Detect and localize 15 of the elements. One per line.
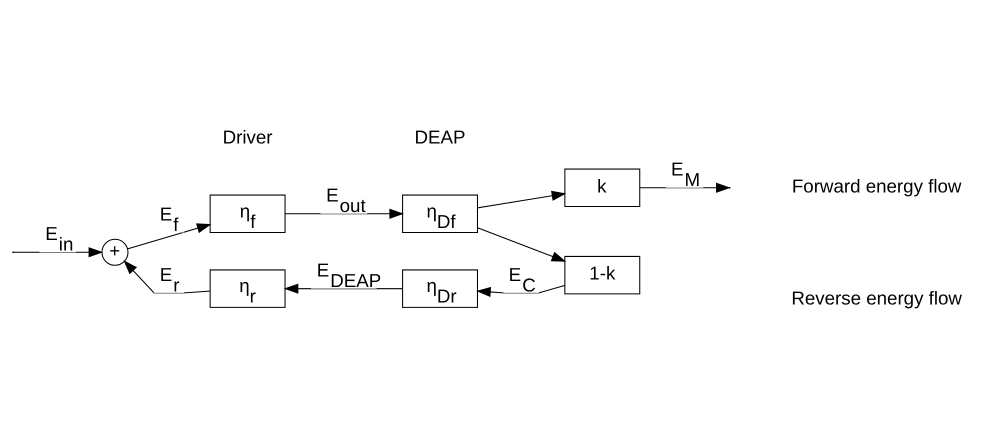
arrow	[14, 247, 104, 258]
label: Driver	[222, 126, 273, 148]
arrow	[284, 284, 402, 294]
node-box: 1-k	[564, 256, 640, 294]
arrow	[285, 208, 404, 219]
arrow	[476, 285, 565, 298]
label: Reverse energy flow	[791, 288, 962, 309]
arrow	[478, 227, 566, 262]
node-circle: +	[101, 238, 128, 266]
label: DEAP	[414, 126, 466, 148]
arrow	[123, 260, 210, 294]
arrow	[478, 190, 566, 208]
label: Forward energy flow	[792, 175, 962, 196]
arrow	[127, 223, 212, 250]
node-box: k	[564, 168, 640, 208]
